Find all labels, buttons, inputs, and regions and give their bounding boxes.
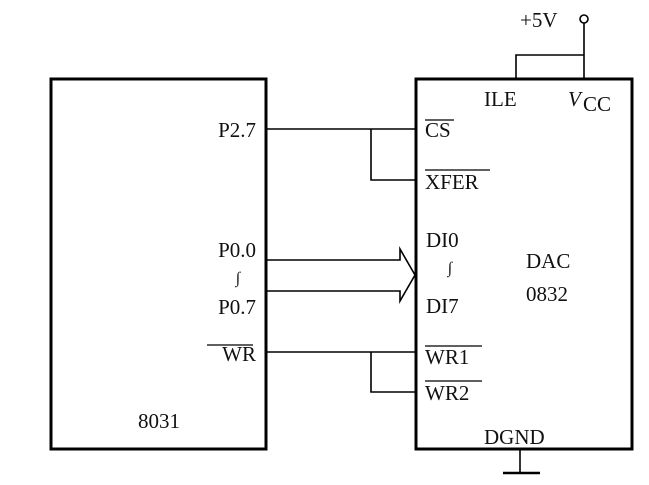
pin-p00-label: P0.0 [218, 238, 256, 262]
supply-terminal-icon [579, 14, 589, 24]
mcu-range-tilde: ∫ [235, 270, 242, 288]
pin-dgnd-label: DGND [484, 425, 545, 449]
pin-p27-label: P2.7 [218, 118, 256, 142]
mcu-name-label: 8031 [138, 409, 180, 433]
pin-cs-label: CS [425, 118, 451, 142]
data-bus-arrow [266, 246, 416, 304]
pin-ile-label: ILE [484, 87, 517, 111]
pin-wr1-label: WR1 [425, 345, 469, 369]
dac-range-tilde: ∫ [447, 260, 454, 278]
dac-name-line2: 0832 [526, 282, 568, 306]
supply-wire [515, 23, 585, 79]
p27-cs-xfer-wire [266, 128, 416, 181]
wr-wire [266, 351, 416, 393]
pin-p07-label: P0.7 [218, 295, 256, 319]
pin-xfer-label: XFER [425, 170, 479, 194]
pin-wr2-label: WR2 [425, 381, 469, 405]
pin-vcc-label: V [568, 87, 583, 111]
mcu-8031-box [49, 77, 268, 451]
pin-wr-label: WR [222, 342, 256, 366]
pin-di0-label: DI0 [426, 228, 459, 252]
dac-name-line1: DAC [526, 249, 570, 273]
dac0832-box [414, 77, 634, 451]
supply-label: +5V [520, 8, 558, 32]
pin-vcc-subscript: CC [583, 92, 611, 116]
pin-di7-label: DI7 [426, 294, 459, 318]
